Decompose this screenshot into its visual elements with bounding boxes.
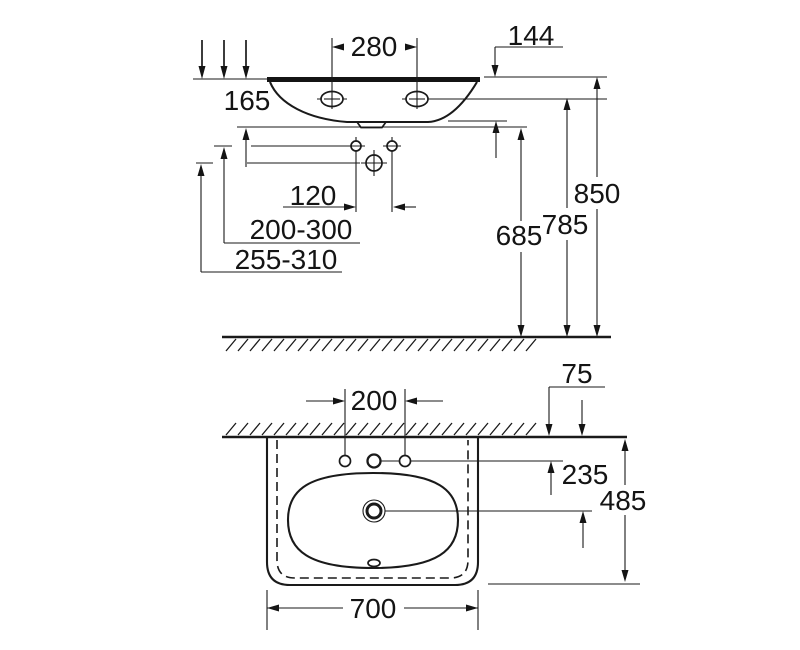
dim-280-label: 280 (351, 31, 398, 62)
dim-120: 120 (283, 180, 416, 211)
dim-120-label: 120 (290, 180, 337, 211)
dim-144-label: 144 (508, 20, 555, 51)
bowl-silhouette (269, 81, 478, 124)
basin-outline (265, 437, 480, 587)
dim-685: 685 (496, 128, 543, 337)
dim-200: 200 (306, 385, 443, 416)
dim-200-label: 200 (351, 385, 398, 416)
dim-255-310: 255-310 (197, 164, 342, 275)
dim-485-label: 485 (600, 485, 647, 516)
floor-hatching (225, 338, 537, 352)
dim-700-label: 700 (350, 593, 397, 624)
dim-200-300: 200-300 (220, 147, 360, 245)
load-arrows (198, 40, 250, 79)
dim-850: 850 (574, 77, 621, 337)
dim-700: 700 (266, 590, 479, 630)
dim-200-300-label: 200-300 (250, 214, 353, 245)
dim-280: 280 (332, 31, 417, 62)
dim-685-label: 685 (496, 220, 543, 251)
fixing-hole-right (398, 454, 412, 468)
dim-785: 785 (542, 98, 589, 337)
dim-485: 485 (488, 439, 647, 585)
plan-view: 200 75 235 485 (222, 358, 646, 630)
bowl-outline (286, 471, 460, 570)
dim-75: 75 (545, 358, 605, 495)
trap-outlet (361, 150, 387, 176)
dim-165: 165 (224, 85, 271, 167)
front-view: 280 144 120 (193, 20, 621, 352)
wall-hatching (225, 422, 537, 436)
basin-hidden-edge (276, 440, 469, 579)
drain-outlet (362, 499, 386, 523)
dim-235-label: 235 (562, 459, 609, 490)
dim-235: 235 (562, 400, 609, 548)
dim-144: 144 (448, 20, 563, 158)
dim-850-label: 850 (574, 178, 621, 209)
dim-75-label: 75 (561, 358, 592, 389)
fixing-hole-left (338, 454, 352, 468)
basin-rim-section (267, 77, 480, 82)
wall-fixing-holes (347, 137, 401, 212)
dim-255-310-label: 255-310 (235, 244, 338, 275)
faucet-holes (317, 38, 607, 109)
dim-785-label: 785 (542, 209, 589, 240)
dim-165-label: 165 (224, 85, 271, 116)
center-hole (366, 453, 382, 469)
overflow-slot (367, 558, 381, 568)
